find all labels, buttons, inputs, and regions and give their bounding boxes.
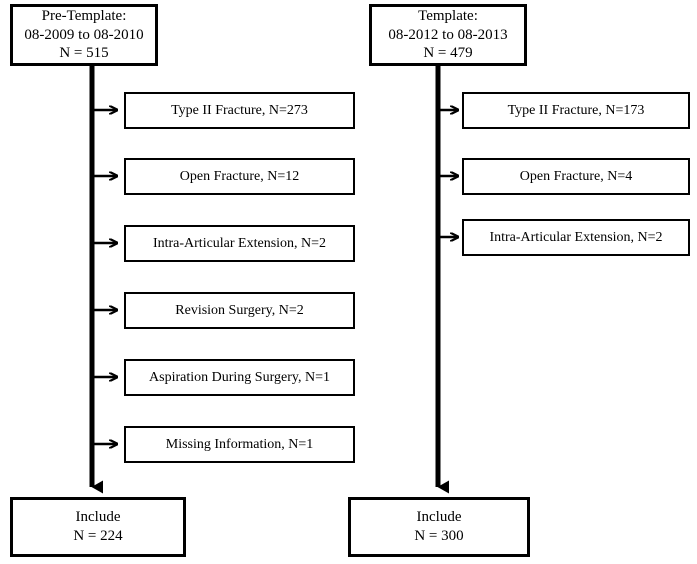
outcome-box-include-template: Include N = 300 [348, 497, 530, 557]
header-line: Pre-Template: [41, 7, 127, 24]
header-box-template: Template: 08-2012 to 08-2013 N = 479 [369, 4, 527, 66]
exclusion-label: Intra-Articular Extension, N=2 [152, 235, 327, 251]
outcome-box-include-pre-template: Include N = 224 [10, 497, 186, 557]
exclusion-box: Revision Surgery, N=2 [124, 292, 355, 329]
exclusion-label: Type II Fracture, N=173 [507, 102, 645, 118]
exclusion-box: Type II Fracture, N=273 [124, 92, 355, 129]
outcome-line: Include [416, 509, 462, 526]
outcome-line: Include [75, 509, 121, 526]
exclusion-label: Open Fracture, N=4 [519, 168, 633, 184]
exclusion-label: Open Fracture, N=12 [179, 168, 300, 184]
header-line: 08-2009 to 08-2010 [24, 26, 144, 43]
header-line: N = 479 [423, 45, 473, 62]
header-line: 08-2012 to 08-2013 [388, 26, 508, 43]
outcome-line: N = 224 [73, 528, 123, 544]
exclusion-label: Aspiration During Surgery, N=1 [149, 369, 330, 385]
exclusion-box: Missing Information, N=1 [124, 426, 355, 463]
outcome-line: N = 300 [414, 528, 464, 544]
header-line: Template: [418, 7, 478, 24]
exclusion-box: Open Fracture, N=4 [462, 158, 690, 195]
exclusion-label: Missing Information, N=1 [165, 436, 314, 452]
exclusion-box: Intra-Articular Extension, N=2 [124, 225, 355, 262]
exclusion-label: Intra-Articular Extension, N=2 [489, 229, 663, 245]
header-box-pre-template: Pre-Template: 08-2009 to 08-2010 N = 515 [10, 4, 158, 66]
exclusion-box: Intra-Articular Extension, N=2 [462, 219, 690, 256]
exclusion-box: Open Fracture, N=12 [124, 158, 355, 195]
exclusion-label: Revision Surgery, N=2 [175, 302, 304, 318]
header-line: N = 515 [59, 45, 109, 62]
exclusion-box: Type II Fracture, N=173 [462, 92, 690, 129]
exclusion-label: Type II Fracture, N=273 [171, 102, 308, 118]
exclusion-box: Aspiration During Surgery, N=1 [124, 359, 355, 396]
